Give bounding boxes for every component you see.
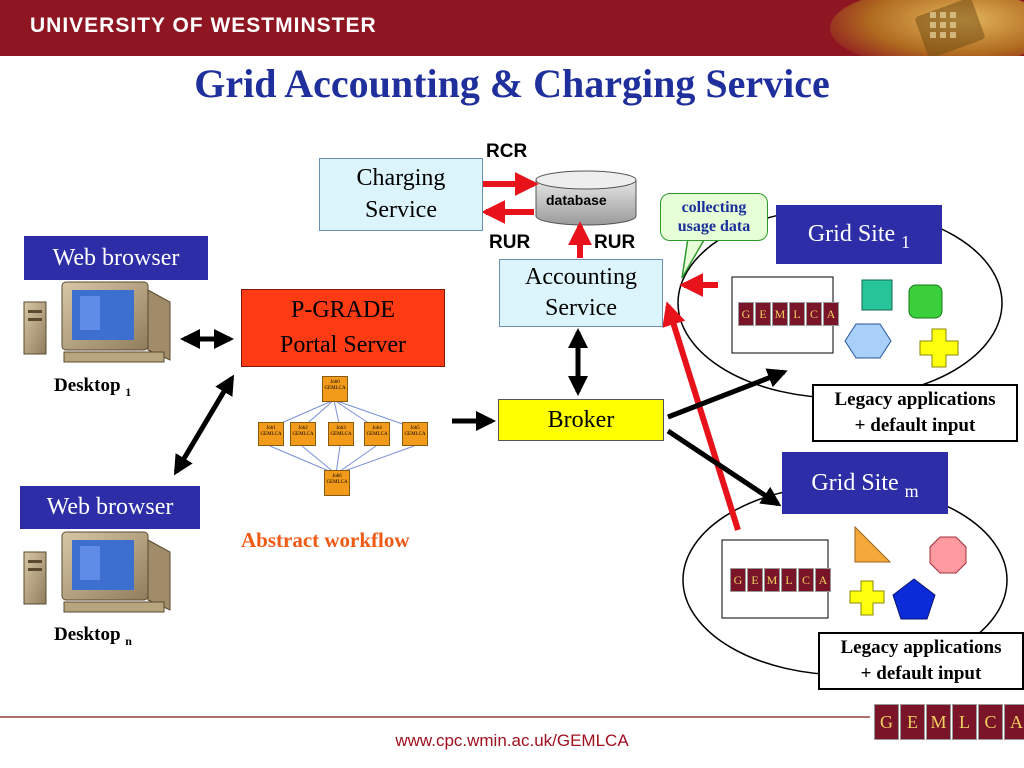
legacy-apps-line2: + default input: [854, 415, 976, 436]
green-square-icon: [861, 279, 893, 311]
portal-server-line1: P-GRADE: [290, 297, 395, 324]
blue-pentagon-icon: [892, 578, 936, 620]
broker-sitem-arrow: [666, 428, 782, 507]
portal-server-box: P-GRADE Portal Server: [241, 289, 445, 367]
legacy-apps-line1: Legacy applications: [840, 637, 1002, 659]
accounting-service-box: Accounting Service: [499, 259, 663, 327]
yellow-cross-icon: [919, 328, 959, 368]
broker-site1-arrow: [667, 368, 788, 420]
grid-site-1-label: Grid Site: [807, 221, 896, 247]
desktop-1-subscript: 1: [125, 384, 132, 399]
charging-service-label: Charging Service: [356, 165, 446, 223]
puzzle-piece: L: [952, 704, 977, 740]
rur-left-label: RUR: [489, 232, 531, 253]
workflow-edges: [269, 399, 415, 475]
desktop-1-label: Desktop 1: [54, 375, 132, 399]
legacy-apps-line2: + default input: [860, 663, 982, 684]
abstract-workflow-label: Abstract workflow: [241, 528, 410, 552]
desktop-n-subscript: n: [125, 633, 132, 648]
banner-decoration-image: [790, 0, 1024, 56]
charging-service-box: Charging Service: [319, 158, 483, 231]
footer-gemlca-logo: G E M L C A: [874, 704, 1024, 740]
puzzle-piece: M: [764, 568, 780, 592]
grid-site-m-subscript: m: [904, 480, 919, 501]
desktop-computer-1-icon: [23, 281, 171, 363]
database-label: database: [546, 192, 607, 208]
puzzle-piece: E: [747, 568, 763, 592]
puzzle-piece: C: [806, 302, 822, 326]
institution-name: UNIVERSITY OF WESTMINSTER: [30, 14, 377, 37]
puzzle-piece: M: [926, 704, 951, 740]
legacy-apps-site-m-box: Legacy applications + default input: [818, 632, 1024, 690]
web-browser-1-box: Web browser: [24, 236, 208, 280]
puzzle-strip-site-1: G E M L C A: [738, 302, 839, 326]
puzzle-piece: L: [781, 568, 797, 592]
footer-divider: [0, 716, 870, 718]
pink-octagon-icon: [929, 536, 967, 574]
web-browser-1-label: Web browser: [52, 244, 180, 271]
grid-site-m-label: Grid Site: [811, 469, 899, 496]
legacy-apps-site-1-box: Legacy applications + default input: [812, 384, 1018, 442]
puzzle-piece: L: [789, 302, 805, 326]
collecting-usage-callout: collecting usage data: [660, 193, 768, 241]
puzzle-piece: A: [815, 568, 831, 592]
green-rounded-square-icon: [908, 284, 943, 319]
orange-triangle-icon: [854, 525, 892, 563]
grid-site-m-box: Grid Site m: [782, 452, 948, 514]
puzzle-piece: M: [772, 302, 788, 326]
legacy-apps-line1: Legacy applications: [834, 389, 996, 411]
desktop-computer-n-icon: [23, 531, 171, 613]
yellow-cross-m-icon: [849, 580, 885, 616]
desktop-n-label: Desktop n: [54, 624, 132, 648]
rur-right-label: RUR: [594, 232, 636, 253]
footer-url-link[interactable]: www.cpc.wmin.ac.uk/GEMLCA: [395, 731, 629, 750]
grid-site-1-box: Grid Site 1: [776, 205, 942, 264]
puzzle-piece: A: [1004, 704, 1024, 740]
broker-box: Broker: [498, 399, 664, 441]
puzzle-piece: G: [738, 302, 754, 326]
puzzle-strip-site-m: G E M L C A: [730, 568, 831, 592]
accounting-service-label: Accounting Service: [525, 263, 637, 321]
blue-hexagon-icon: [844, 323, 892, 359]
puzzle-piece: A: [823, 302, 839, 326]
puzzle-piece: G: [874, 704, 899, 740]
puzzle-piece: G: [730, 568, 746, 592]
portal-server-line2: Portal Server: [280, 332, 406, 358]
puzzle-piece: C: [798, 568, 814, 592]
rcr-label: RCR: [486, 141, 528, 162]
web-browser-n-box: Web browser: [20, 486, 200, 529]
slide-title: Grid Accounting & Charging Service: [194, 61, 830, 106]
collecting-usage-text: collecting usage data: [677, 198, 751, 235]
puzzle-piece: C: [978, 704, 1003, 740]
broker-label: Broker: [547, 406, 615, 433]
puzzle-piece: E: [900, 704, 925, 740]
grid-site-1-subscript: 1: [901, 232, 911, 252]
grid-m-usage-arrow: [662, 301, 741, 531]
callout-tail: [681, 237, 706, 279]
desktopn-portal-arrow: [173, 374, 235, 476]
web-browser-n-label: Web browser: [46, 494, 174, 520]
puzzle-piece: E: [755, 302, 771, 326]
